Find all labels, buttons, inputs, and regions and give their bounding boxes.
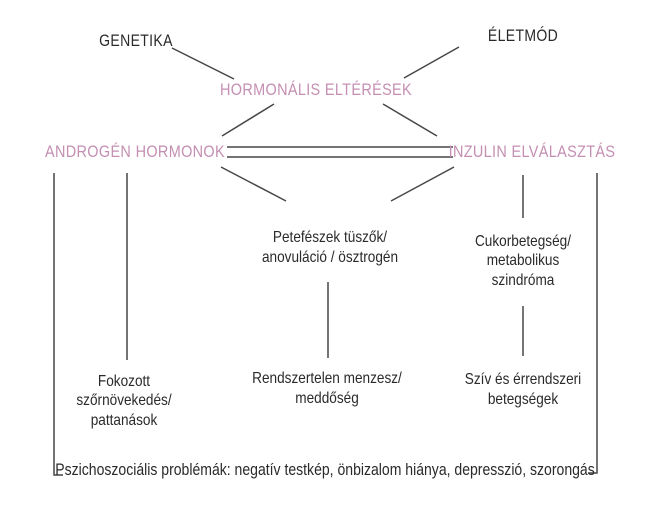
node-eletmod: ÉLETMÓD: [487, 26, 559, 45]
node-sziv-errendszeri: Szív és érrendszeri betegségek: [464, 371, 582, 408]
edge-androgen-pszichoszocialis-bracket: [53, 173, 63, 476]
edge-inzulin-petefeszek: [390, 166, 455, 202]
node-cukorbetegseg: Cukorbetegség/ metabolikus szindróma: [474, 232, 572, 289]
node-androgen-hormonok: ANDROGÉN HORMONOK: [44, 141, 225, 161]
node-fokozott-szornovekedes: Fokozott szőrnövekedés/ pattanások: [76, 372, 172, 429]
edge-hormonalis-inzulin: [382, 103, 438, 137]
node-pszichoszocialis-problemak: Pszichoszociális problémák: negatív test…: [55, 460, 595, 479]
node-hormonalis-elteresek: HORMONÁLIS ELTÉRÉSEK: [219, 79, 413, 99]
node-genetika: GENETIKA: [99, 31, 173, 50]
edge-androgen-petefeszek: [220, 166, 287, 202]
node-rendszertelen-menzesz: Rendszertelen menzesz/ meddőség: [252, 370, 402, 407]
node-inzulin-elvalasztas: INZULIN ELVÁLASZTÁS: [448, 141, 616, 161]
edge-genetika-hormonalis: [171, 47, 235, 80]
edge-hormonalis-androgen: [221, 103, 275, 137]
node-petefeszek-tuszok: Petefészek tüszők/ anovuláció / ösztrogé…: [261, 229, 399, 266]
edge-eletmod-hormonalis: [403, 46, 460, 79]
edge-inzulin-pszichoszocialis-bracket: [588, 173, 598, 474]
